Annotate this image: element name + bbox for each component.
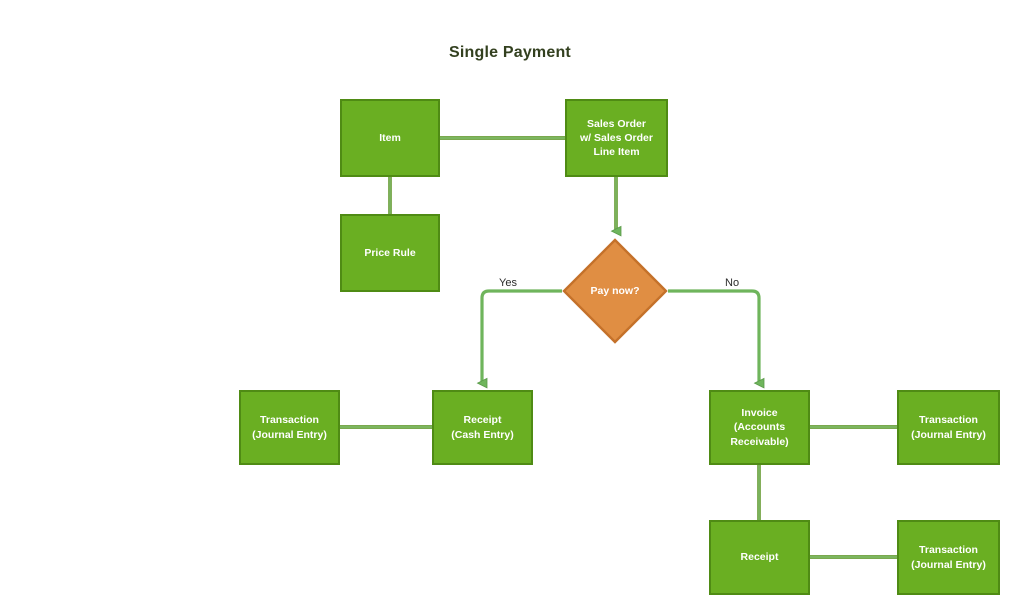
- node-transaction-journal-entry-left-label: Transaction (Journal Entry): [252, 414, 327, 441]
- node-sales-order[interactable]: Sales Order w/ Sales Order Line Item: [565, 99, 668, 177]
- node-receipt[interactable]: Receipt: [709, 520, 810, 595]
- node-transaction-journal-entry-left[interactable]: Transaction (Journal Entry): [239, 390, 340, 465]
- node-receipt-cash-entry-label: Receipt (Cash Entry): [451, 414, 514, 441]
- node-transaction-journal-entry-right-bottom[interactable]: Transaction (Journal Entry): [897, 520, 1000, 595]
- node-transaction-journal-entry-right-bottom-label: Transaction (Journal Entry): [911, 544, 986, 571]
- node-sales-order-label: Sales Order w/ Sales Order Line Item: [580, 117, 653, 159]
- node-invoice-accounts-receivable[interactable]: Invoice (Accounts Receivable): [709, 390, 810, 465]
- diamond-shape: [562, 238, 668, 344]
- node-price-rule[interactable]: Price Rule: [340, 214, 440, 292]
- node-invoice-accounts-receivable-label: Invoice (Accounts Receivable): [730, 407, 789, 448]
- node-receipt-cash-entry[interactable]: Receipt (Cash Entry): [432, 390, 533, 465]
- edge-label-no: No: [722, 277, 743, 289]
- node-transaction-journal-entry-right-top[interactable]: Transaction (Journal Entry): [897, 390, 1000, 465]
- node-receipt-label: Receipt: [740, 551, 779, 564]
- edge-label-yes: Yes: [496, 277, 520, 289]
- edge-pay-now-yes: [476, 289, 562, 389]
- page-title: Single Payment: [449, 44, 571, 61]
- node-pay-now-label: Pay now?: [590, 285, 640, 297]
- node-item-label: Item: [379, 131, 401, 144]
- node-transaction-journal-entry-right-top-label: Transaction (Journal Entry): [911, 414, 986, 441]
- node-price-rule-label: Price Rule: [364, 246, 416, 259]
- node-pay-now-decision[interactable]: Pay now?: [562, 238, 668, 344]
- edge-pay-now-no: [668, 289, 765, 389]
- node-item[interactable]: Item: [340, 99, 440, 177]
